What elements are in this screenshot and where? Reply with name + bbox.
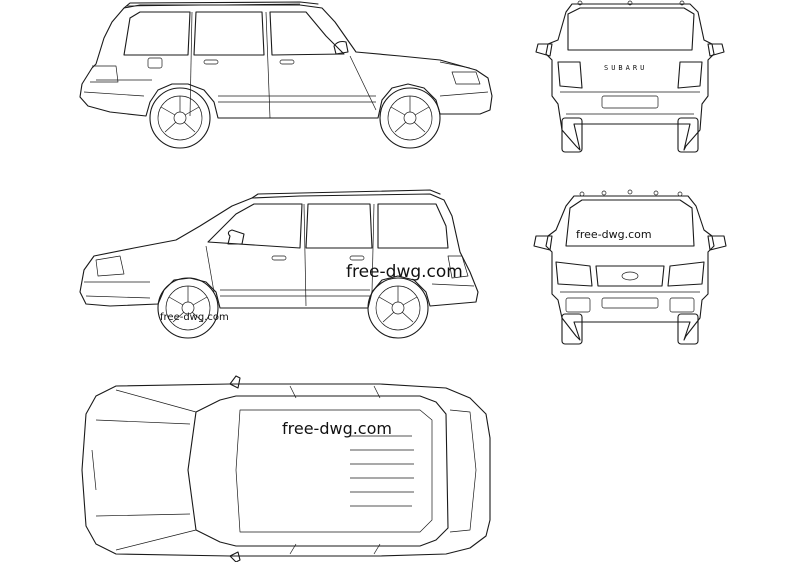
side-view-left-facing: [79, 189, 479, 339]
rear-view: SUBARU: [535, 0, 725, 153]
front-wheel-left: [157, 277, 219, 339]
watermark-wheel: free-dwg.com: [160, 312, 229, 323]
watermark-side-view: free-dwg.com: [346, 262, 463, 282]
rear-wheel: [149, 87, 211, 149]
top-view: [81, 375, 491, 562]
watermark-front-view: free-dwg.com: [576, 228, 652, 241]
watermark-top-view: free-dwg.com: [282, 419, 392, 438]
front-wheel: [379, 87, 441, 149]
rear-badge-text: SUBARU: [604, 64, 647, 72]
front-view: [533, 189, 727, 345]
side-view-right-facing: [79, 1, 493, 149]
rear-wheel-left: [367, 277, 429, 339]
